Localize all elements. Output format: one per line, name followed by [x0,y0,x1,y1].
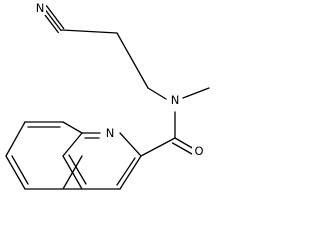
atom-bg-oxygen [192,143,206,159]
bond-nitrile-triple-1 [43,7,62,32]
bond-ch2-ch2 [116,32,149,89]
bond-c4-c4a-inner [68,154,87,185]
atom-o-carbonyl: O [194,144,203,158]
bond-c6-c5-inner [11,155,29,185]
atom-bg-amide [168,92,181,108]
bond-c2-n-ring [119,132,142,157]
bond-c2-c3-inner [116,157,136,186]
bond-c8a-c8 [62,121,83,134]
bond-cn-to-ch2 [61,29,118,34]
atom-bg-nitrile [34,1,46,15]
bond-c7-c6 [5,121,26,157]
bond-c6-c5 [5,155,26,190]
bond-carbonyl-to-ring [140,137,176,157]
bond-ch2-to-n-amide [147,87,167,100]
atom-bg-ring-n [103,125,117,141]
molecule-diagram: N N O N [5,1,210,190]
bond-c2-c3 [119,155,142,190]
bond-c4a-c8a [62,132,83,157]
bond-carbonyl-double-1 [174,137,195,150]
bonds [5,5,210,190]
bond-carbonyl-double-2 [171,142,193,155]
atom-n-nitrile: N [36,1,45,15]
atom-n-ring: N [106,126,115,140]
atom-n-amide: N [171,93,180,107]
bond-nitrile-triple-2 [45,5,65,30]
atoms: N N O N [34,1,206,159]
bond-n-amide-to-methyl [182,87,210,99]
bond-benzo-closure [62,155,83,190]
